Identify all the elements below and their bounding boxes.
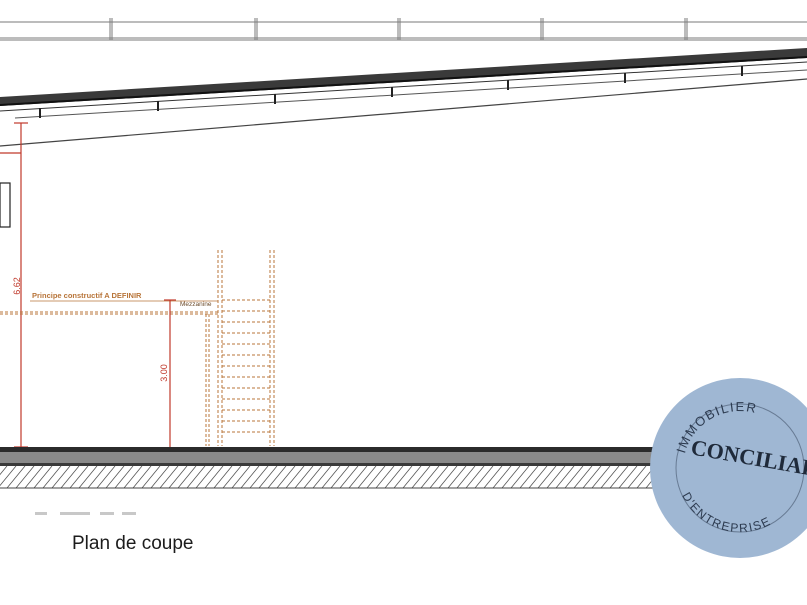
hatch-line: [564, 465, 584, 489]
hatch-line: [195, 465, 215, 489]
mezzanine-floor: [0, 311, 220, 446]
hatch-line: [159, 465, 179, 489]
hatch-line: [285, 465, 305, 489]
company-stamp: IMMOBILIER CONCILIARE D'ENTREPRISE: [650, 378, 807, 558]
section-marker-fragment: [35, 512, 136, 515]
principle-label: Principe constructif A DEFINIR: [32, 291, 142, 300]
ground-slab: [0, 447, 807, 466]
hatch-line: [114, 465, 134, 489]
dimension-mezzanine-height: [164, 299, 176, 447]
hatch-line: [87, 465, 107, 489]
hatch-line: [33, 465, 53, 489]
dimension-total-label: 6.62: [12, 277, 22, 295]
mezzanine-label: Mezzanine: [180, 301, 212, 308]
hatch-line: [510, 465, 530, 489]
hatch-line: [51, 465, 71, 489]
hatch-line: [465, 465, 485, 489]
hatch-line: [519, 465, 539, 489]
hatch-line: [483, 465, 503, 489]
hatch-line: [123, 465, 143, 489]
hatch-line: [357, 465, 377, 489]
roof: [0, 48, 807, 147]
hatch-line: [0, 465, 8, 476]
hatch-line: [546, 465, 566, 489]
hatch-line: [582, 465, 602, 489]
hatch-line: [258, 465, 278, 489]
hatch-line: [321, 465, 341, 489]
hatch-line: [267, 465, 287, 489]
hatch-line: [186, 465, 206, 489]
hatch-line: [600, 465, 620, 489]
hatch-line: [249, 465, 269, 489]
hatch-line: [384, 465, 404, 489]
hatch-line: [312, 465, 332, 489]
hatch-line: [456, 465, 476, 489]
hatch-line: [303, 465, 323, 489]
hatch-line: [393, 465, 413, 489]
window-frame: [0, 182, 11, 228]
hatch-line: [528, 465, 548, 489]
hatch-line: [492, 465, 512, 489]
top-rail: [0, 18, 807, 41]
hatch-line: [609, 465, 629, 489]
hatch-line: [330, 465, 350, 489]
hatch-line: [204, 465, 224, 489]
hatch-line: [348, 465, 368, 489]
hatch-line: [231, 465, 251, 489]
hatch-line: [276, 465, 296, 489]
hatch-line: [15, 465, 35, 489]
hatch-line: [42, 465, 62, 489]
hatch-line: [474, 465, 494, 489]
hatch-line: [366, 465, 386, 489]
hatch-line: [105, 465, 125, 489]
hatch-line: [591, 465, 611, 489]
hatch-line: [132, 465, 152, 489]
hatch-line: [294, 465, 314, 489]
hatch-line: [213, 465, 233, 489]
hatch-line: [339, 465, 359, 489]
hatch-line: [69, 465, 89, 489]
hatch-line: [411, 465, 431, 489]
hatch-line: [78, 465, 98, 489]
hatch-line: [537, 465, 557, 489]
hatch-line: [573, 465, 593, 489]
page-caption: Plan de coupe: [72, 533, 194, 554]
hatch-line: [24, 465, 44, 489]
hatch-line: [627, 465, 647, 489]
dimension-mezzanine-label: 3.00: [159, 364, 169, 382]
staircase: [217, 250, 275, 446]
hatch-line: [240, 465, 260, 489]
hatch-line: [177, 465, 197, 489]
hatch-line: [96, 465, 116, 489]
hatch-line: [60, 465, 80, 489]
hatch-line: [141, 465, 161, 489]
hatch-line: [420, 465, 440, 489]
hatch-line: [375, 465, 395, 489]
hatch-line: [438, 465, 458, 489]
hatch-line: [555, 465, 575, 489]
hatch-line: [150, 465, 170, 489]
hatch-line: [447, 465, 467, 489]
hatch-line: [429, 465, 449, 489]
hatch-line: [222, 465, 242, 489]
hatch-line: [0, 465, 17, 487]
hatch-line: [168, 465, 188, 489]
hatch-line: [618, 465, 638, 489]
hatch-line: [501, 465, 521, 489]
hatch-line: [6, 465, 26, 489]
stair-steps: [222, 299, 270, 433]
hatch-line: [402, 465, 422, 489]
